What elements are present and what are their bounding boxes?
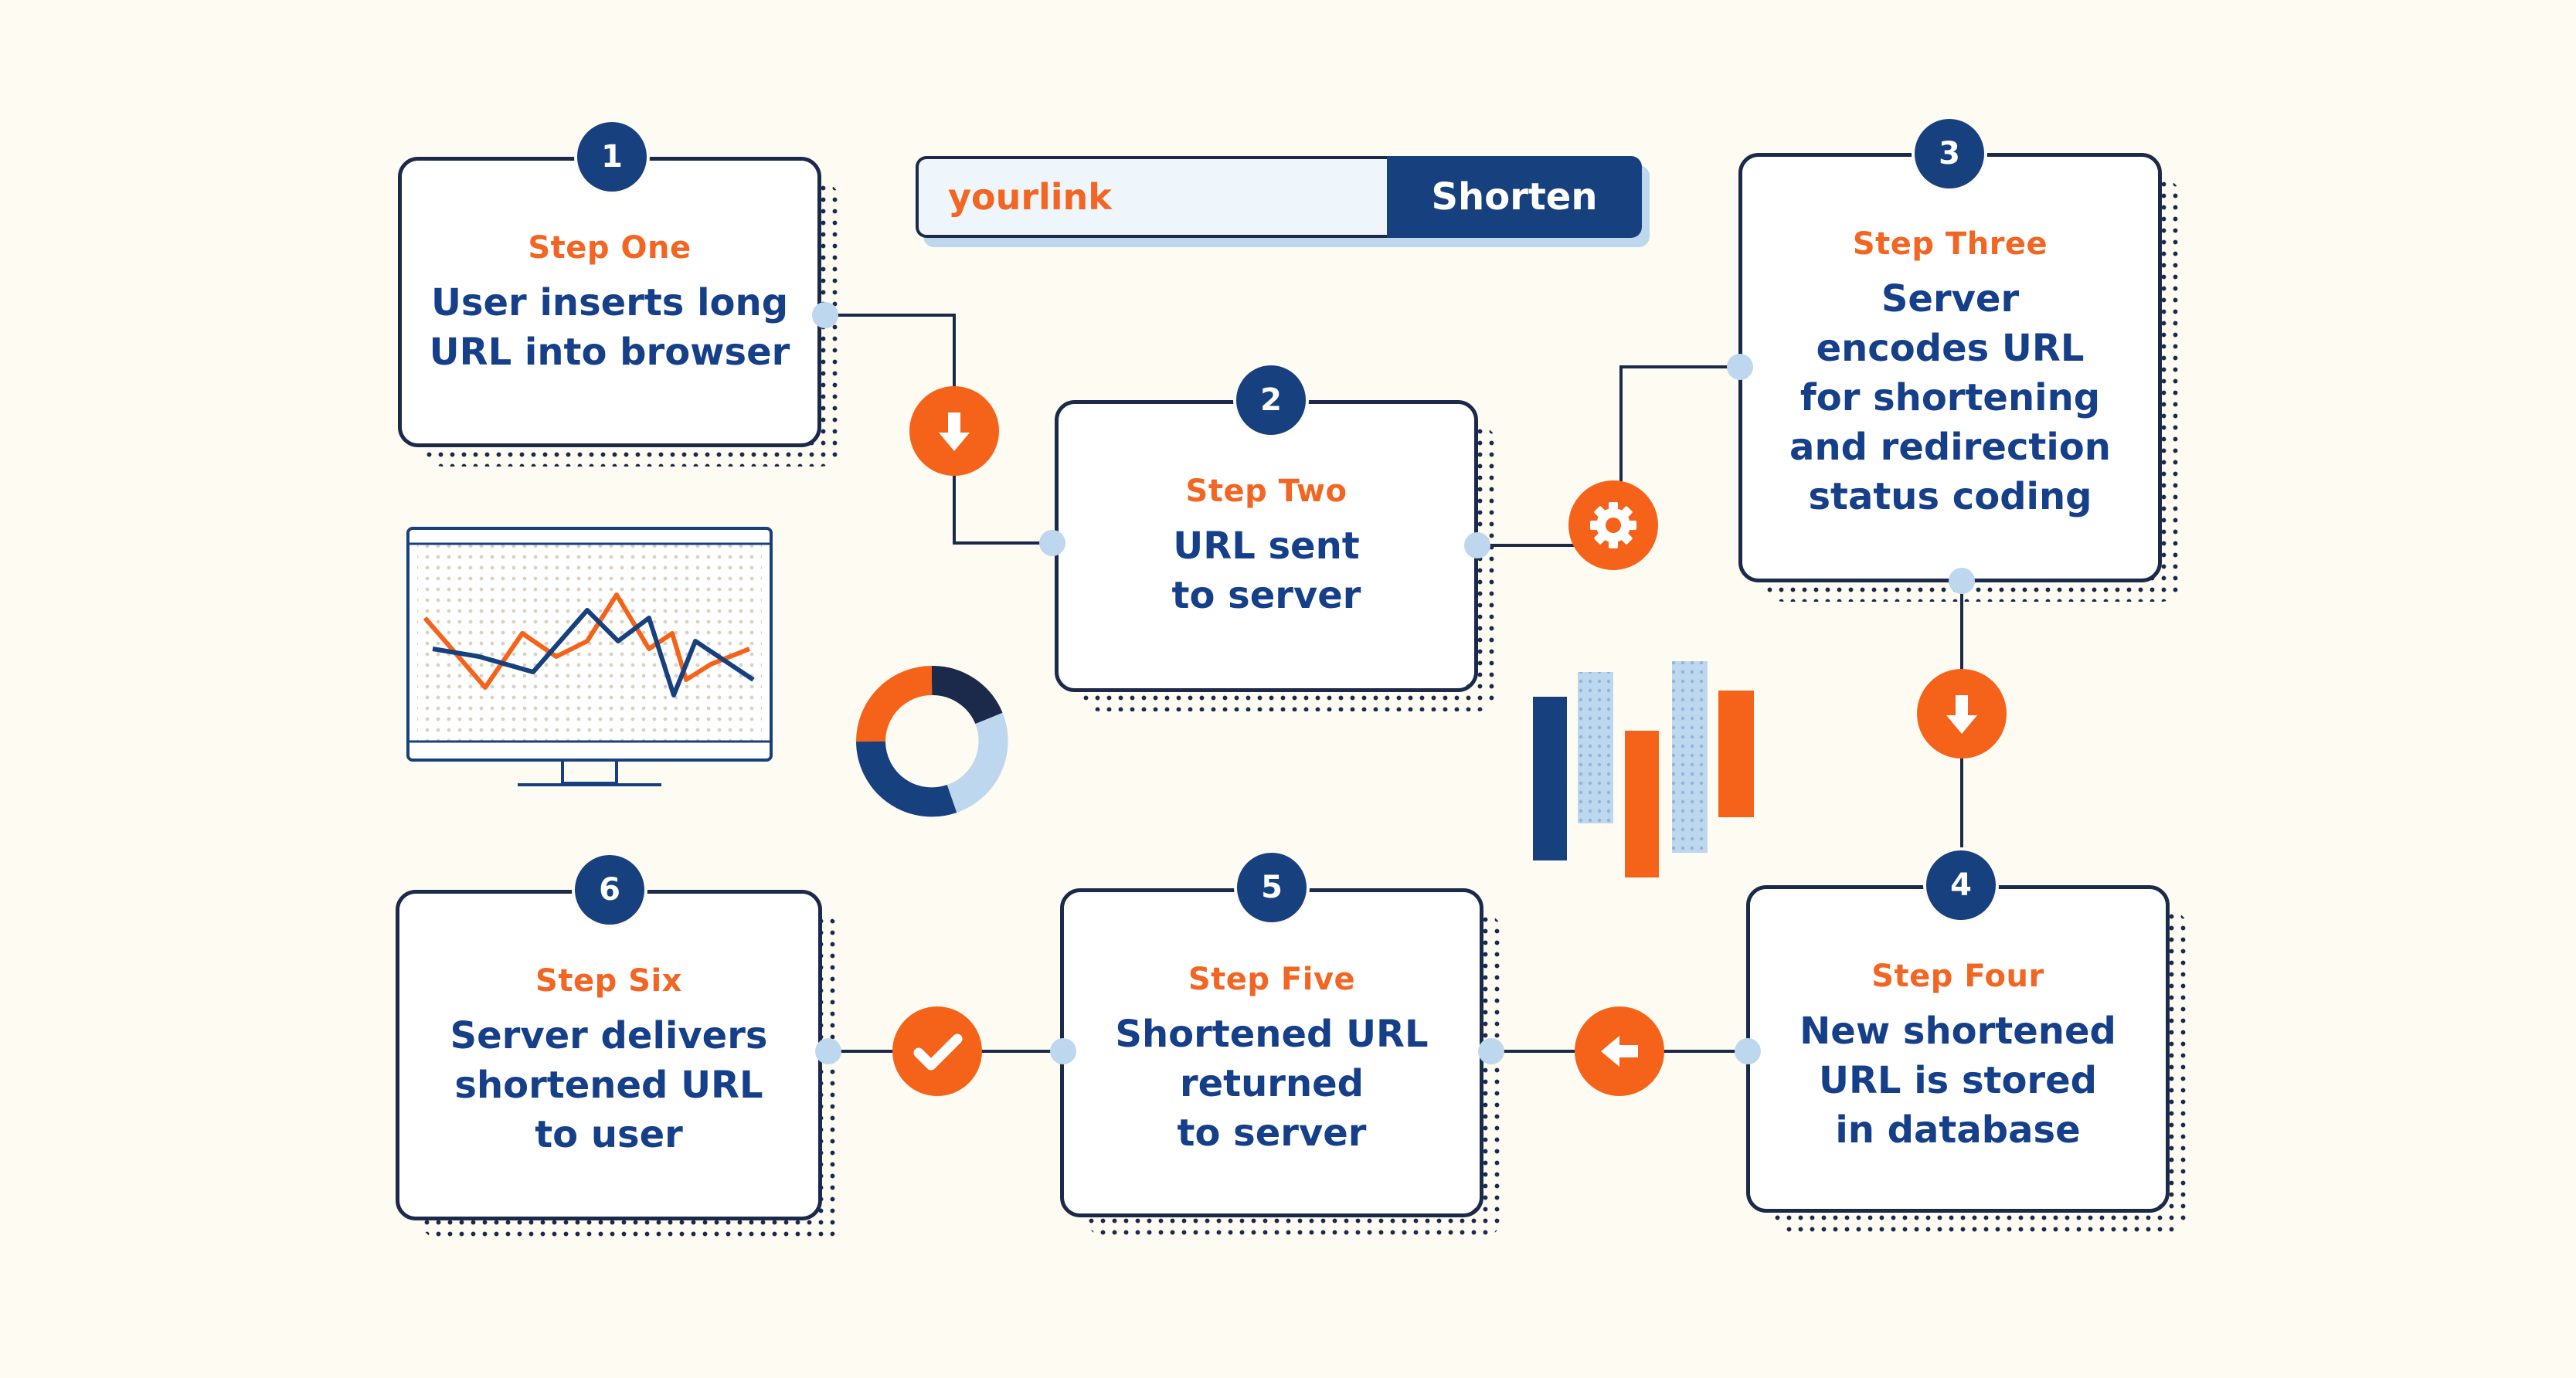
step-card-1: Step One User inserts long URL into brow… [398, 157, 841, 467]
connector-dot [812, 302, 838, 328]
monitor-line-chart-icon [406, 527, 773, 786]
connector-dot [1727, 354, 1753, 380]
connector-dot [1735, 1038, 1761, 1064]
step-description: Server encodes URL for shortening and re… [1789, 277, 2111, 518]
connector-dot [1949, 568, 1975, 594]
step-description: URL sent to server [1171, 524, 1361, 617]
step-card-6: Step Six Server delivers shortened URL t… [396, 890, 841, 1240]
step-card-2: Step Two URL sent to server [1055, 400, 1497, 711]
step-number-badge-5: 5 [1234, 850, 1310, 925]
url-shortener-bar: yourlink Shorten [916, 156, 1650, 247]
step-title: Step Four [1871, 959, 2044, 994]
bar-chart-icon [1533, 661, 1754, 877]
checkmark-icon [892, 1006, 982, 1096]
step-number-badge-2: 2 [1233, 362, 1309, 438]
donut-chart-icon [856, 666, 1008, 817]
gear-icon [1568, 480, 1658, 570]
step-description: User inserts long URL into browser [429, 281, 790, 374]
step-card-5: Step Five Shortened URL returned to serv… [1060, 888, 1503, 1237]
connector-dot [1478, 1038, 1504, 1064]
url-input[interactable]: yourlink [916, 156, 1387, 238]
connector-dot [1050, 1038, 1076, 1064]
step-description: New shortened URL is stored in database [1799, 1010, 2116, 1152]
step-description: Server delivers shortened URL to user [450, 1014, 768, 1156]
step-number-badge-6: 6 [572, 852, 647, 928]
step-card-3: Step Three Server encodes URL for shorte… [1738, 153, 2181, 602]
step-title: Step Two [1185, 473, 1347, 509]
connector-dot [1039, 530, 1065, 556]
step-title: Step One [528, 230, 692, 266]
step-number-badge-1: 1 [574, 119, 650, 195]
arrow-left-icon [1575, 1006, 1664, 1096]
step-title: Step Six [535, 963, 682, 999]
step-number-badge-4: 4 [1923, 847, 1999, 923]
step-number-badge-3: 3 [1912, 116, 1987, 192]
connector-dot [815, 1038, 841, 1064]
step-title: Step Three [1852, 226, 2048, 262]
step-title: Step Five [1188, 962, 1356, 997]
arrow-down-icon [1917, 669, 2007, 759]
step-description: Shortened URL returned to server [1115, 1013, 1429, 1155]
connector-dot [1464, 532, 1490, 558]
shorten-button[interactable]: Shorten [1387, 156, 1642, 238]
step-card-4: Step Four New shortened URL is stored in… [1746, 885, 2189, 1232]
arrow-down-icon [909, 386, 999, 476]
connector-2-3 [1477, 365, 1740, 547]
